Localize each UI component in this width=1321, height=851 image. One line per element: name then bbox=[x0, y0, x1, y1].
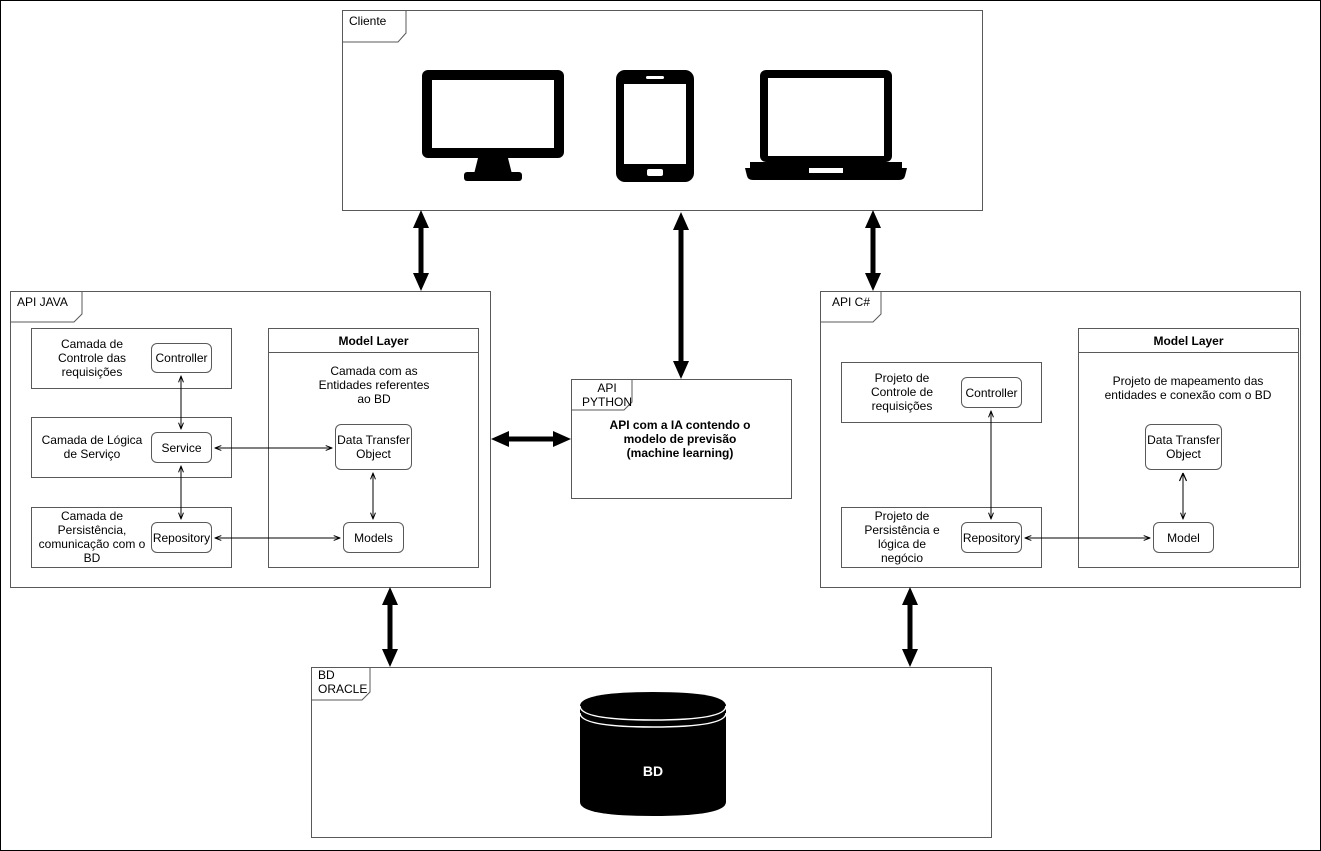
java-dto-box[interactable]: Data Transfer Object bbox=[335, 424, 412, 470]
api-csharp-title: API C# bbox=[832, 295, 871, 309]
api-python-container: API PYTHON bbox=[571, 379, 792, 499]
bd-oracle-tab-shape bbox=[312, 668, 371, 701]
java-model-layer-title: Model Layer bbox=[269, 329, 478, 353]
database-icon bbox=[579, 692, 727, 816]
java-bd-arrow bbox=[382, 587, 398, 667]
api-csharp-tab-shape bbox=[821, 292, 882, 323]
api-python-tab-shape bbox=[572, 380, 633, 411]
java-persistencia-label: Camada de Persistência, comunicação com … bbox=[38, 509, 146, 565]
laptop-icon bbox=[745, 70, 907, 180]
csharp-persistencia-label: Projeto de Persistência e lógica de negó… bbox=[864, 509, 940, 565]
java-models-box[interactable]: Models bbox=[343, 522, 404, 553]
csharp-model-layer-description: Projeto de mapeamento das entidades e co… bbox=[1104, 374, 1272, 402]
api-python-title: API PYTHON bbox=[581, 381, 632, 409]
csharp-controle-label: Projeto de Controle de requisições bbox=[870, 371, 934, 413]
java-controller-box[interactable]: Controller bbox=[151, 343, 212, 373]
csharp-model-layer-title: Model Layer bbox=[1079, 329, 1298, 353]
csharp-controller-box[interactable]: Controller bbox=[961, 377, 1022, 408]
database-label: BD bbox=[642, 763, 664, 779]
bd-oracle-title: BD ORACLE bbox=[318, 668, 368, 696]
api-python-description: API com a IA contendo o modelo de previs… bbox=[609, 418, 751, 460]
java-python-arrow bbox=[491, 431, 571, 447]
java-service-box[interactable]: Service bbox=[151, 432, 212, 463]
cliente-tab-shape bbox=[343, 11, 407, 43]
csharp-bd-arrow bbox=[902, 587, 918, 667]
cliente-java-arrow bbox=[413, 210, 429, 291]
cliente-python-arrow bbox=[673, 212, 689, 379]
cliente-csharp-arrow bbox=[865, 210, 881, 291]
api-java-tab-shape bbox=[11, 292, 83, 323]
cliente-title: Cliente bbox=[349, 14, 387, 28]
monitor-icon bbox=[422, 70, 564, 181]
java-model-layer-description: Camada com as Entidades referentes ao BD bbox=[318, 364, 430, 406]
smartphone-icon bbox=[616, 70, 694, 182]
java-repository-box[interactable]: Repository bbox=[151, 522, 212, 553]
api-java-title: API JAVA bbox=[17, 295, 68, 309]
csharp-repository-box[interactable]: Repository bbox=[961, 522, 1022, 553]
csharp-model-box[interactable]: Model bbox=[1153, 522, 1214, 553]
java-logica-label: Camada de Lógica de Serviço bbox=[41, 433, 143, 461]
csharp-dto-box[interactable]: Data Transfer Object bbox=[1145, 424, 1222, 470]
java-controle-label: Camada de Controle das requisições bbox=[57, 337, 127, 379]
